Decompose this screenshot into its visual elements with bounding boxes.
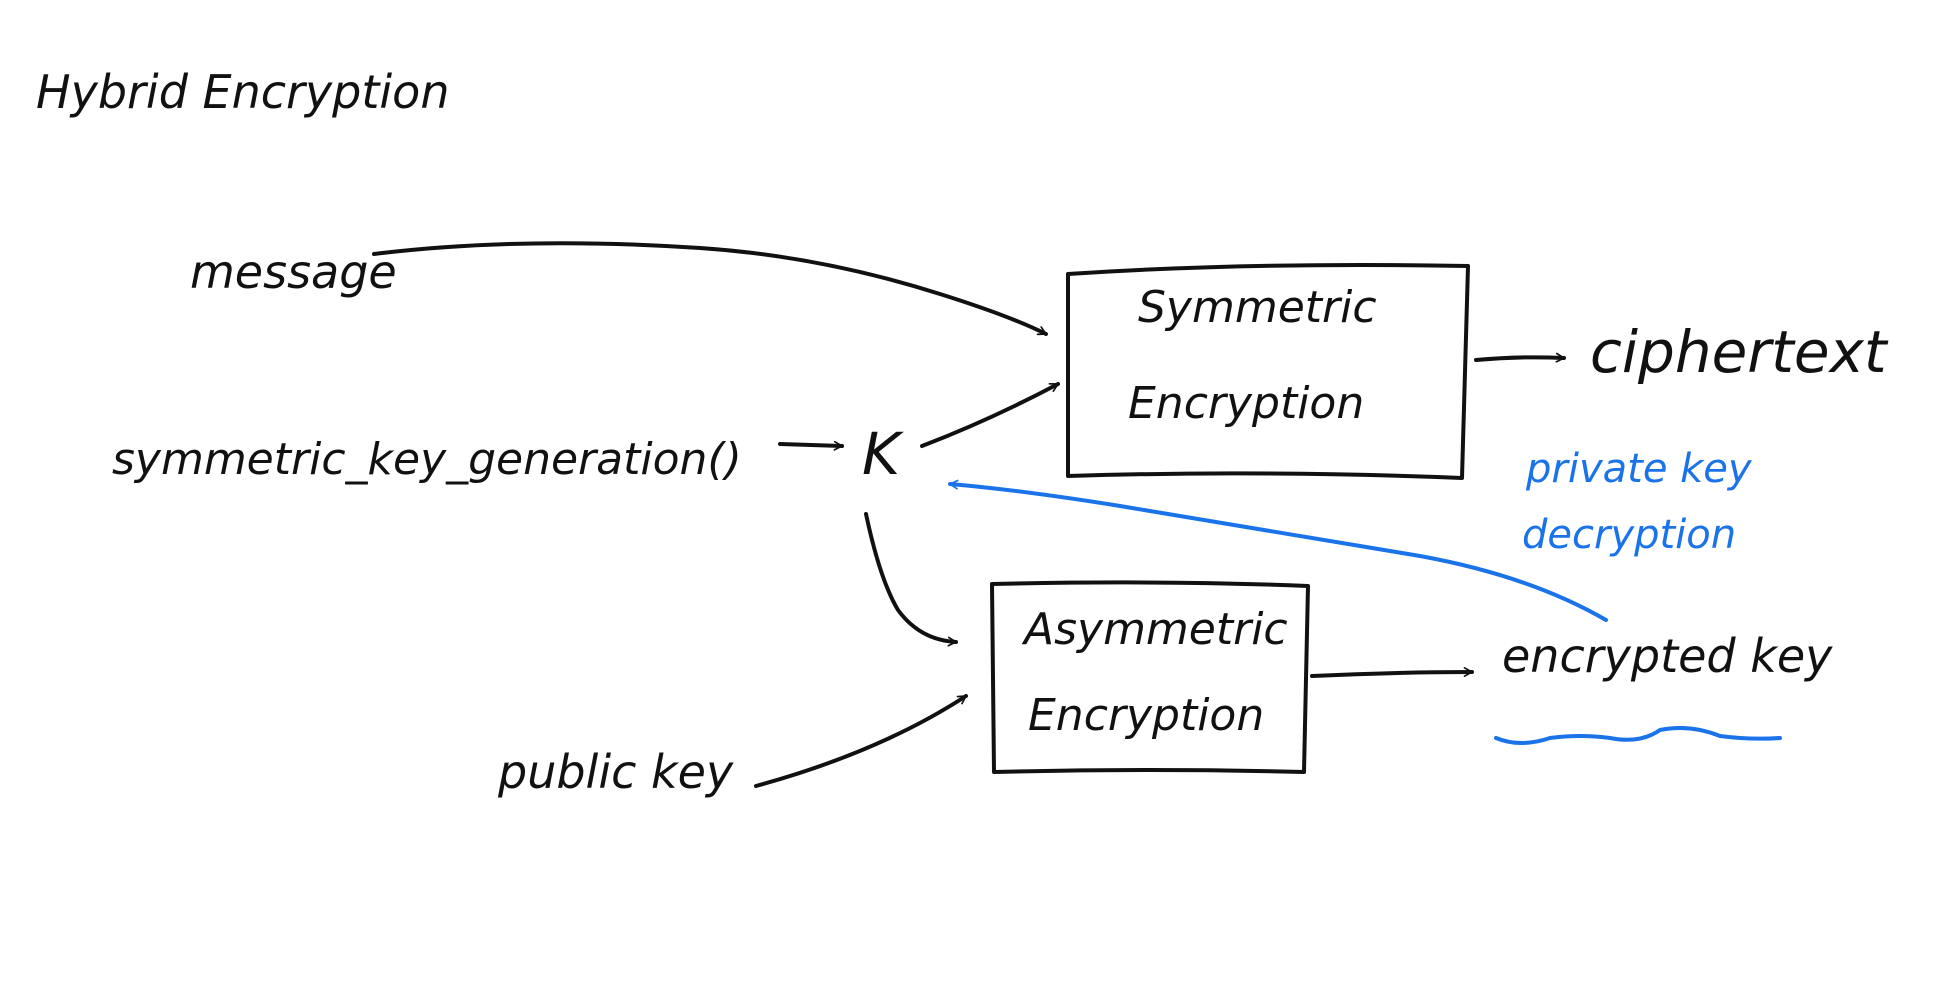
arrow-keygen-to-k bbox=[778, 440, 844, 451]
asymmetric-box-label-line2: Encryption bbox=[1028, 690, 1264, 741]
arrow-private-key-decryption bbox=[948, 479, 1608, 622]
symmetric-box-label-line2: Encryption bbox=[1128, 378, 1364, 429]
decryption-label: decryption bbox=[1522, 512, 1736, 558]
ciphertext-label: ciphertext bbox=[1590, 318, 1889, 386]
arrow-message-to-symmetric bbox=[372, 241, 1048, 336]
arrow-k-to-asymmetric bbox=[864, 512, 958, 647]
arrow-symmetric-to-ciphertext bbox=[1474, 352, 1566, 363]
encrypted-key-underline bbox=[1494, 726, 1782, 745]
arrow-k-to-symmetric bbox=[920, 382, 1060, 448]
encrypted-key-label: encrypted key bbox=[1502, 629, 1833, 683]
message-label: message bbox=[190, 245, 397, 299]
arrow-publickey-to-asymmetric bbox=[754, 694, 968, 788]
symmetric-key-k-label: K bbox=[862, 420, 904, 488]
key-generation-label: symmetric_key_generation() bbox=[112, 434, 742, 485]
private-key-label: private key bbox=[1525, 446, 1753, 492]
asymmetric-box-label-line1: Asymmetric bbox=[1021, 604, 1288, 655]
symmetric-encryption-box: Symmetric Encryption bbox=[1066, 263, 1470, 480]
diagram-title: Hybrid Encryption bbox=[36, 65, 449, 119]
symmetric-box-label-line1: Symmetric bbox=[1138, 282, 1377, 333]
asymmetric-encryption-box: Asymmetric Encryption bbox=[990, 580, 1310, 774]
public-key-label: public key bbox=[497, 745, 734, 799]
arrow-asymmetric-to-encrypted-key bbox=[1310, 667, 1474, 678]
